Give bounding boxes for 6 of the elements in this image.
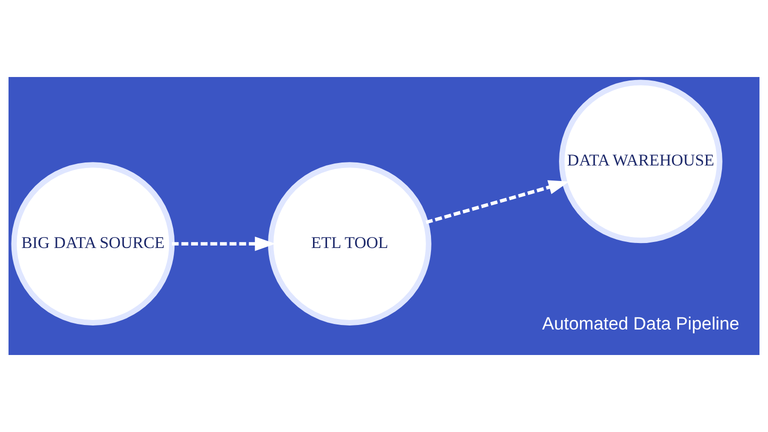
node-circle: DATA WAREHOUSE: [559, 80, 722, 244]
node-circle: ETL TOOL: [268, 162, 432, 326]
node-circle: BIG DATA SOURCE: [11, 162, 175, 326]
label: Automated Data Pipeline: [542, 313, 740, 334]
arrow: [426, 180, 570, 224]
arrow: [172, 236, 276, 252]
